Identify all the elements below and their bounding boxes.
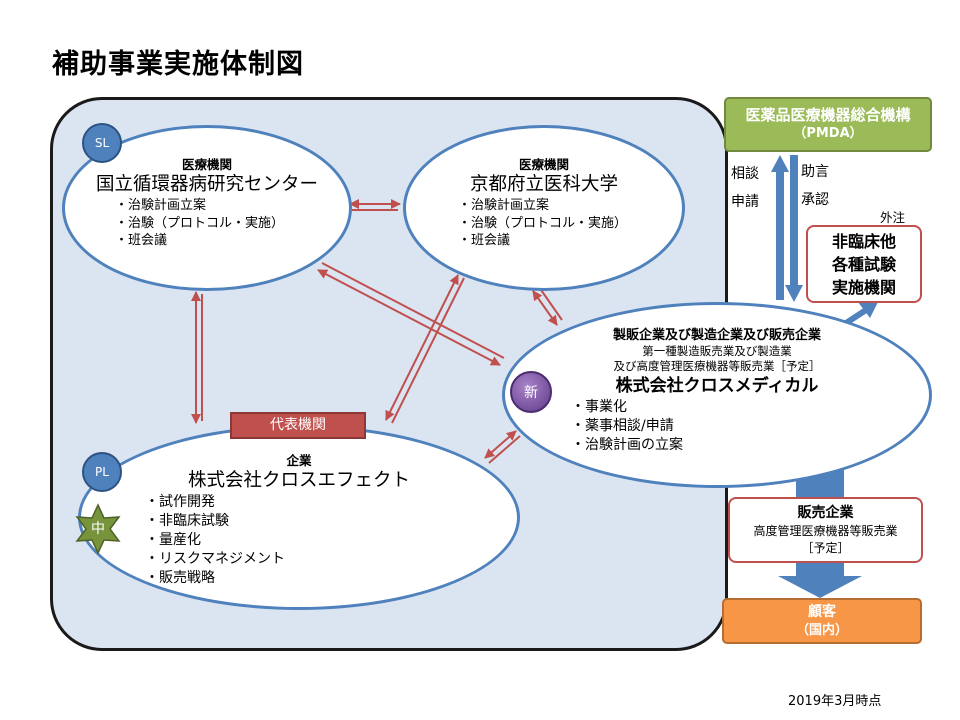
list-item: ・非臨床試験: [145, 513, 229, 529]
new-badge: 新: [510, 371, 552, 413]
advice-label: 助言: [801, 164, 829, 180]
ncvc-items: ・治験計画立案 ・治験（プロトコル・実施） ・班会議: [115, 197, 349, 250]
list-item: ・事業化: [571, 399, 627, 415]
sales-title: 販売企業: [797, 505, 854, 521]
customer-title: 顧客: [808, 604, 836, 620]
sl-badge: SL: [82, 123, 122, 163]
apply-label: 申請: [731, 194, 759, 210]
kpum-name: 京都府立医科大学: [469, 174, 618, 195]
list-item: ・治験計画立案: [115, 198, 207, 213]
outsource-line: 各種試験: [831, 255, 896, 274]
kpum-category: 医療機関: [518, 157, 569, 172]
xeffect-ellipse: 企業 株式会社クロスエフェクト ・試作開発 ・非臨床試験 ・量産化 ・リスクマネ…: [78, 425, 520, 610]
list-item: ・治験（プロトコル・実施）: [115, 215, 285, 231]
arrow-xeffect-xmedical: [484, 430, 521, 464]
consult-label: 相談: [731, 166, 759, 182]
customer-box: 顧客 （国内）: [722, 598, 922, 644]
xmedical-ellipse: 製販企業及び製造企業及び販売企業 第一種製造販売業及び製造業 及び高度管理医療機…: [502, 302, 932, 488]
ncvc-name: 国立循環器病研究センター: [95, 174, 318, 195]
outsource-line: 非臨床他: [831, 232, 896, 251]
arrow-kpum-xeffect: [385, 274, 465, 424]
arrow-kpum-xmedical: [532, 286, 563, 326]
list-item: ・班会議: [115, 233, 168, 248]
page-title: 補助事業実施体制図: [52, 49, 304, 80]
list-item: ・リスクマネジメント: [145, 551, 285, 567]
representative-label: 代表機関: [230, 412, 366, 439]
pmda-abbr: （PMDA）: [793, 126, 863, 141]
list-item: ・薬事相談/申請: [571, 418, 674, 434]
list-item: ・量産化: [145, 532, 201, 548]
sales-license: 高度管理医療機器等販売業: [753, 524, 898, 538]
xeffect-category: 企業: [286, 453, 312, 468]
outsource-line: 実施機関: [831, 278, 896, 297]
customer-region: （国内）: [795, 623, 848, 638]
list-item: ・班会議: [458, 233, 511, 248]
xeffect-name: 株式会社クロスエフェクト: [187, 470, 410, 491]
date-note: 2019年3月時点: [788, 694, 882, 709]
kpum-items: ・治験計画立案 ・治験（プロトコル・実施） ・班会議: [458, 197, 682, 250]
list-item: ・試作開発: [145, 494, 215, 510]
sales-box: 販売企業 高度管理医療機器等販売業 ［予定］: [728, 497, 923, 563]
star-label: 中: [91, 521, 105, 537]
outsource-label: 外注: [880, 210, 906, 225]
pmda-name: 医薬品医療機器総合機構: [745, 106, 911, 124]
xeffect-items: ・試作開発 ・非臨床試験 ・量産化 ・リスクマネジメント ・販売戦略: [145, 493, 517, 588]
star-icon: [75, 503, 121, 555]
xmedical-items: ・事業化 ・薬事相談/申請 ・治験計画の立案: [571, 398, 929, 455]
outsource-box: 非臨床他 各種試験 実施機関: [806, 225, 922, 303]
pmda-down-arrow: [785, 155, 803, 302]
arrow-ncvc-xeffect: [191, 291, 203, 424]
pl-badge: PL: [82, 452, 122, 492]
star-badge: 中: [72, 503, 124, 555]
pmda-box: 医薬品医療機器総合機構 （PMDA）: [724, 97, 932, 152]
list-item: ・治験（プロトコル・実施）: [458, 215, 628, 231]
ncvc-category: 医療機関: [181, 157, 232, 172]
list-item: ・治験計画立案: [458, 198, 550, 213]
xmedical-sub2: 及び高度管理医療機器等販売業［予定］: [613, 359, 821, 373]
xmedical-name: 株式会社クロスメディカル: [615, 376, 819, 396]
sales-status: ［予定］: [801, 541, 850, 555]
pmda-up-arrow: [771, 155, 789, 300]
list-item: ・販売戦略: [145, 570, 215, 586]
list-item: ・治験計画の立案: [571, 437, 683, 453]
kpum-ellipse: 医療機関 京都府立医科大学 ・治験計画立案 ・治験（プロトコル・実施） ・班会議: [403, 125, 685, 291]
approval-label: 承認: [801, 192, 829, 208]
xmedical-sub1: 第一種製造販売業及び製造業: [642, 344, 792, 358]
arrow-ncvc-kpum: [349, 199, 401, 211]
xmedical-category: 製販企業及び製造企業及び販売企業: [612, 328, 821, 343]
